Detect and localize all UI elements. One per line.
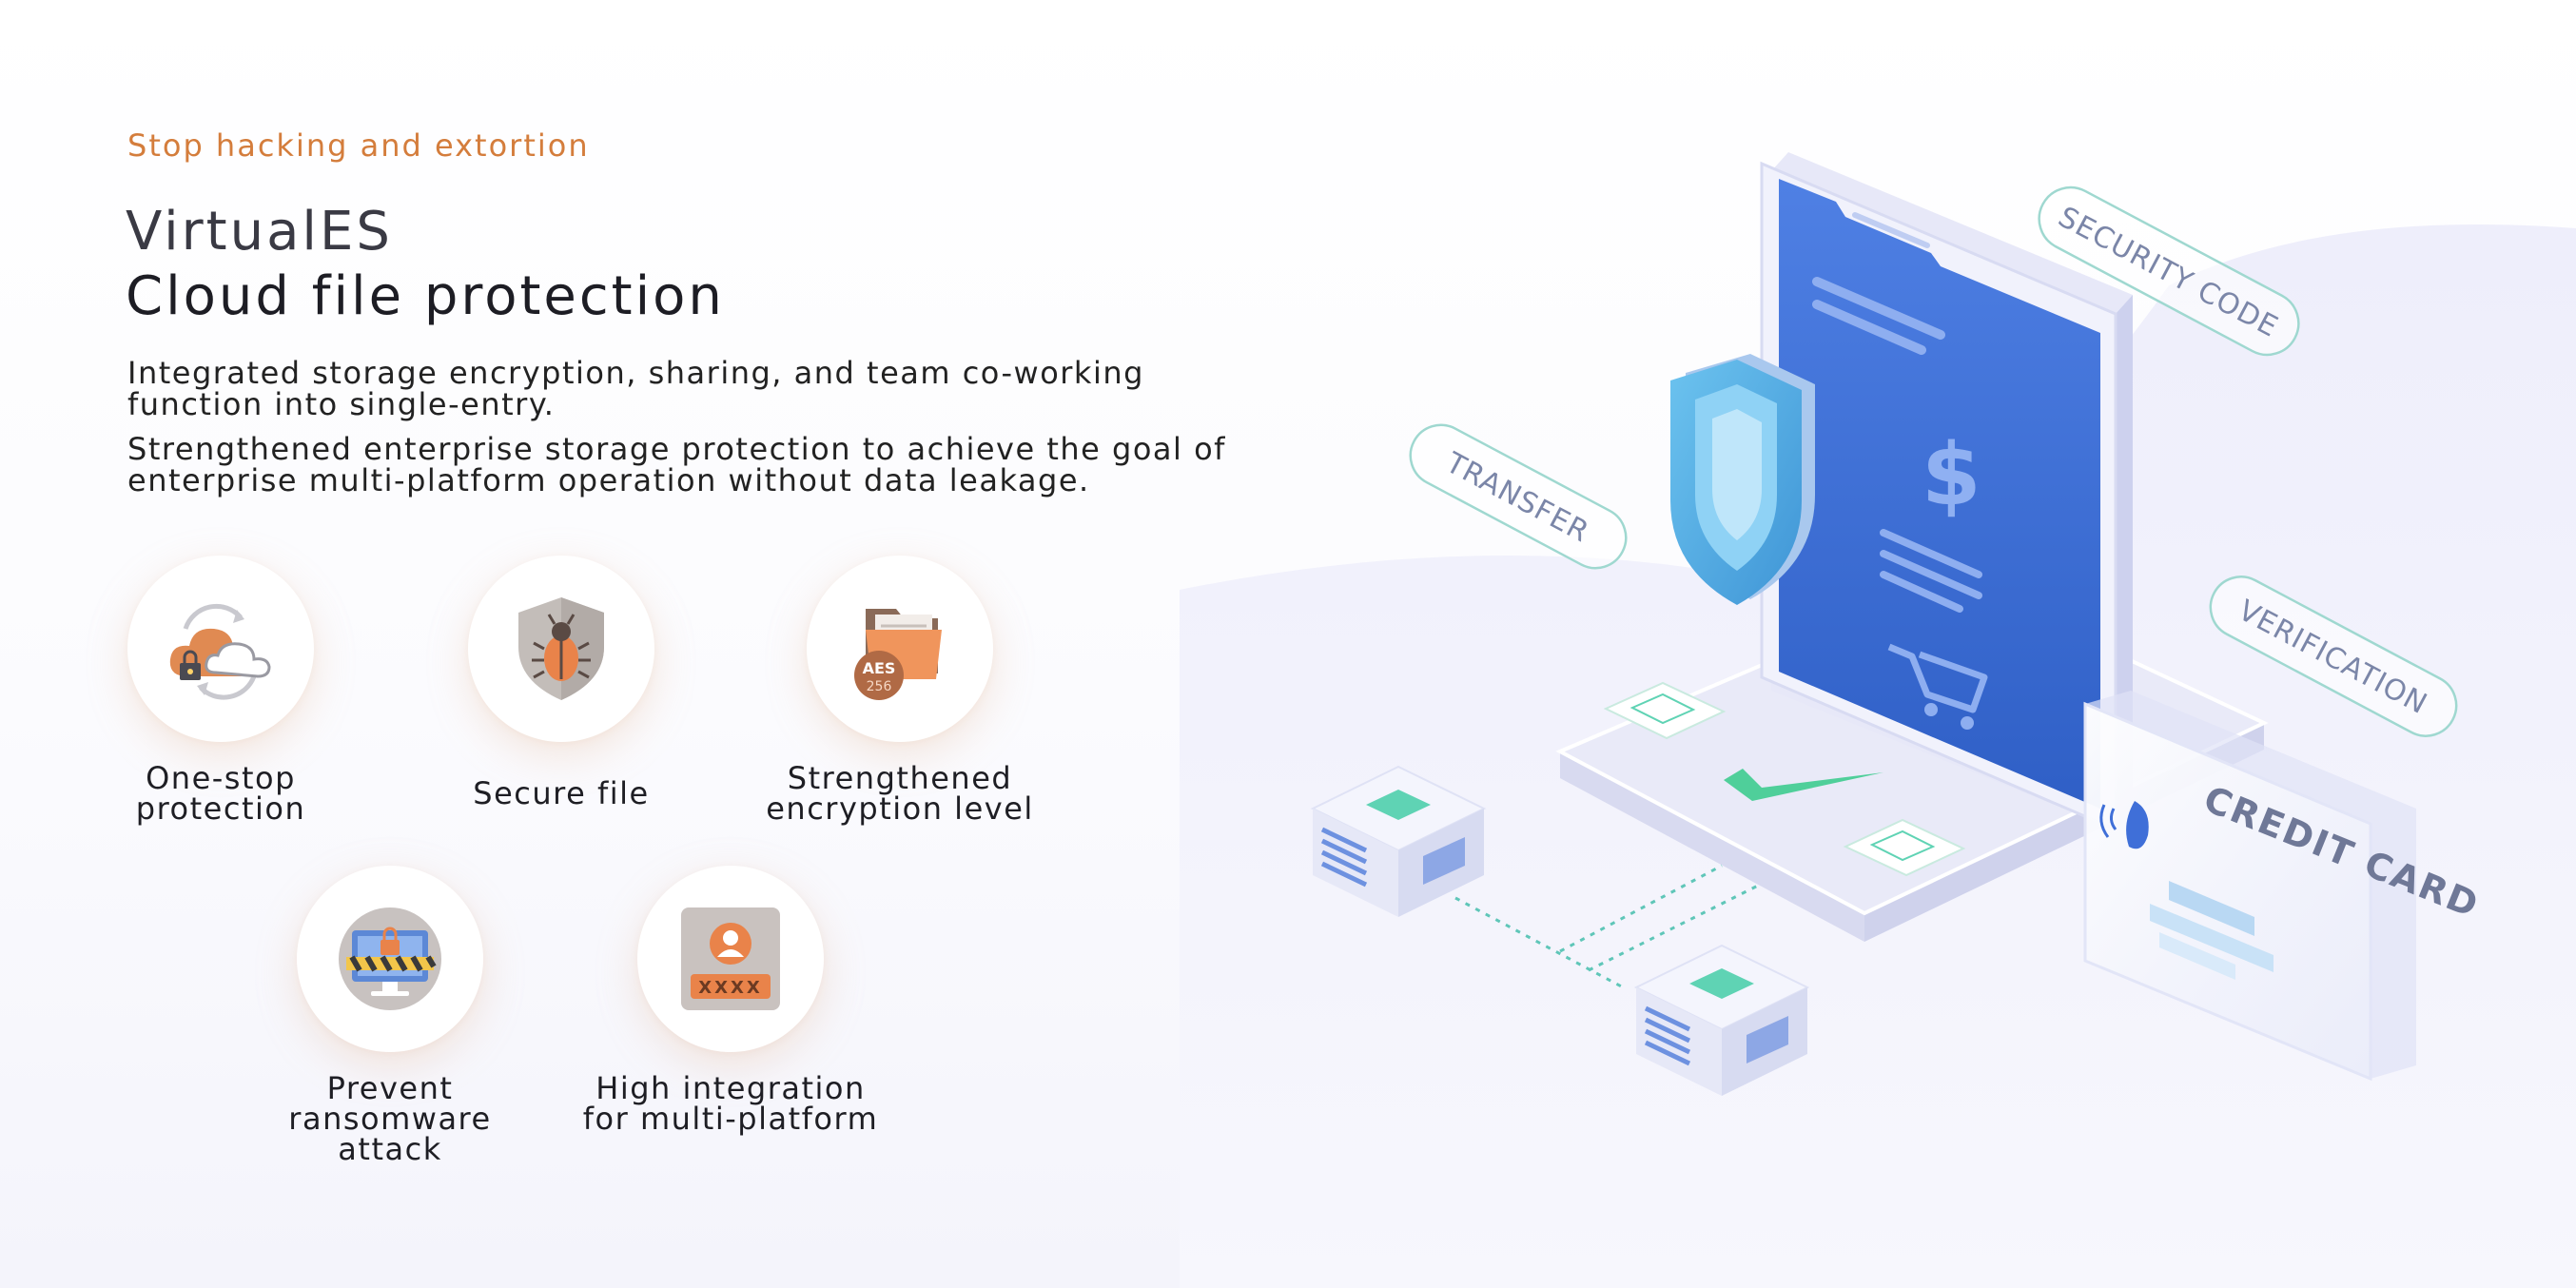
feature-label: Strengthened encryption level — [766, 760, 1034, 827]
feature-icon-circle: XXXX — [637, 866, 824, 1052]
user-password-icon: XXXX — [681, 907, 780, 1010]
feature-one-stop-protection: One-stop protection — [68, 556, 373, 824]
feature-encryption-level: AES 256 Strengthened encryption level — [748, 556, 1052, 824]
feature-label: High integration for multi-platform — [582, 1070, 879, 1137]
page-title: VirtualES Cloud file protection — [126, 200, 725, 329]
currency-symbol: $ — [1922, 425, 1983, 525]
feature-secure-file: Secure file — [409, 556, 713, 809]
feature-icon-circle — [468, 556, 654, 742]
aes-folder-icon: AES 256 — [854, 609, 942, 700]
description-paragraph-2: Strengthened enterprise storage protecti… — [127, 431, 1226, 498]
cloud-lock-icon — [169, 603, 271, 700]
transfer-pill: TRANSFER — [1409, 423, 1628, 570]
feature-multi-platform: XXXX High integration for multi-platform — [578, 866, 883, 1134]
feature-ransomware: Prevent ransomware attack — [238, 866, 542, 1164]
password-mask: XXXX — [698, 978, 763, 998]
feature-icon-circle — [127, 556, 314, 742]
check-mark — [1724, 769, 1883, 801]
eyebrow-tagline: Stop hacking and extortion — [127, 127, 590, 164]
feature-icon-circle: AES 256 — [807, 556, 993, 742]
bug-shield-icon — [518, 597, 604, 700]
description-paragraph-1: Integrated storage encryption, sharing, … — [127, 355, 1144, 422]
aes-badge-top: AES — [863, 659, 896, 677]
aes-badge-bottom: 256 — [867, 679, 892, 694]
product-name: VirtualES — [126, 201, 393, 263]
feature-icon-circle — [297, 866, 483, 1052]
security-illustration: $ CREDIT CARD — [1180, 0, 2576, 1288]
smartphone: $ — [1760, 152, 2133, 832]
illustration-canvas: $ CREDIT CARD — [1180, 152, 2576, 1288]
barricade-monitor-icon — [339, 907, 441, 1010]
feature-label: One-stop protection — [135, 760, 306, 827]
server-node-bottom — [1633, 944, 1810, 1096]
feature-label: Secure file — [473, 775, 650, 811]
server-node-left — [1310, 765, 1487, 917]
feature-label: Prevent ransomware attack — [288, 1070, 492, 1167]
shield-icon — [1670, 354, 1815, 605]
network-links — [1454, 864, 1761, 991]
product-subject: Cloud file protection — [126, 265, 725, 327]
